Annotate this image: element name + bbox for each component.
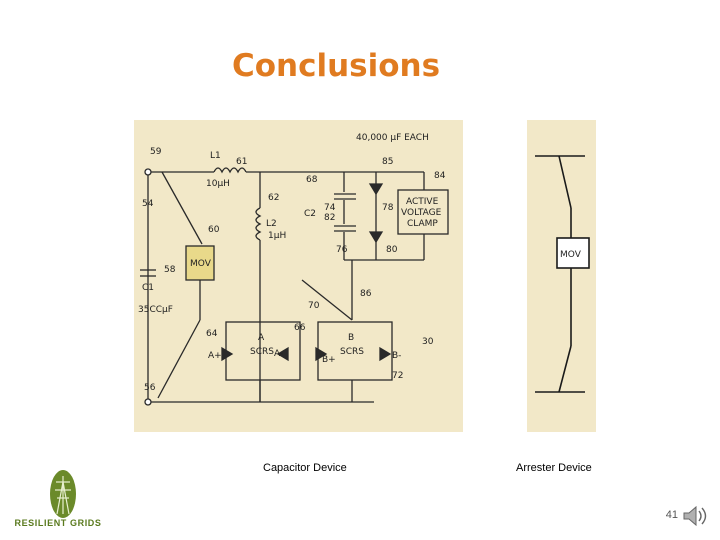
inductor-label-l1: L1 — [210, 151, 221, 161]
caption-capacitor-device: Capacitor Device — [263, 462, 347, 474]
clamp-label-line1: ACTIVE — [406, 197, 439, 207]
node-label-58: 58 — [164, 265, 176, 275]
logo-tower-icon — [50, 470, 76, 518]
scr-a-label: A — [258, 333, 265, 343]
scr-a-label-2: SCRS — [250, 347, 274, 357]
node-label-85: 85 — [382, 157, 393, 167]
node-label-80: 80 — [386, 245, 398, 255]
caption-arrester-device: Arrester Device — [516, 462, 592, 474]
scr-b-label-2: SCRS — [340, 347, 364, 357]
capacitor-label-c1: C1 — [142, 283, 154, 293]
page-number: 41 — [665, 509, 678, 521]
terminal-label-b-plus: B+ — [322, 355, 336, 365]
node-label-54: 54 — [142, 199, 154, 209]
logo-text: RESILIENT GRIDS — [14, 518, 102, 528]
mov-label: MOV — [190, 259, 212, 269]
node-label-78: 78 — [382, 203, 394, 213]
node-label-84: 84 — [434, 171, 446, 181]
capacitor-device-diagram: 59 L1 61 10μH 54 62 L2 1μH 60 MOV 68 40,… — [134, 120, 463, 432]
node-label-60: 60 — [208, 225, 220, 235]
terminal-label-a-plus: A+ — [208, 351, 222, 361]
scr-b-label: B — [348, 333, 354, 343]
inductor-value-l2: 1μH — [268, 231, 286, 241]
arrester-device-diagram: MOV — [527, 120, 596, 432]
resilient-grids-logo: RESILIENT GRIDS — [8, 468, 108, 534]
node-label-56: 56 — [144, 383, 156, 393]
terminal-label-b-minus: B- — [392, 351, 401, 361]
node-label-76: 76 — [336, 245, 348, 255]
capacitance-label: 40,000 μF EACH — [356, 133, 429, 143]
capacitor-circuit-svg: 59 L1 61 10μH 54 62 L2 1μH 60 MOV 68 40,… — [138, 133, 449, 406]
page-title: Conclusions — [231, 48, 441, 84]
node-label-61: 61 — [236, 157, 247, 167]
arrester-mov-label: MOV — [560, 250, 582, 260]
inductor-value-l1: 10μH — [206, 179, 230, 189]
node-label-72: 72 — [392, 371, 403, 381]
arrester-circuit-svg: MOV — [535, 155, 590, 393]
node-label-82: 82 — [324, 213, 335, 223]
capacitor-label-c2: C2 — [304, 209, 316, 219]
node-label-68: 68 — [306, 175, 318, 185]
node-label-62: 62 — [268, 193, 279, 203]
clamp-label-line3: CLAMP — [407, 219, 438, 229]
node-label-74: 74 — [324, 203, 336, 213]
terminal-label-a-minus: A- — [274, 349, 283, 359]
inductor-label-l2: L2 — [266, 219, 277, 229]
node-label-59: 59 — [150, 147, 162, 157]
audio-speaker-icon[interactable] — [682, 504, 708, 528]
node-label-66: 66 — [294, 323, 306, 333]
node-label-70: 70 — [308, 301, 320, 311]
clamp-label-line2: VOLTAGE — [401, 208, 442, 218]
capacitor-value-c1: 35CCμF — [138, 305, 173, 315]
node-label-64: 64 — [206, 329, 218, 339]
node-label-86: 86 — [360, 289, 372, 299]
node-label-30: 30 — [422, 337, 434, 347]
